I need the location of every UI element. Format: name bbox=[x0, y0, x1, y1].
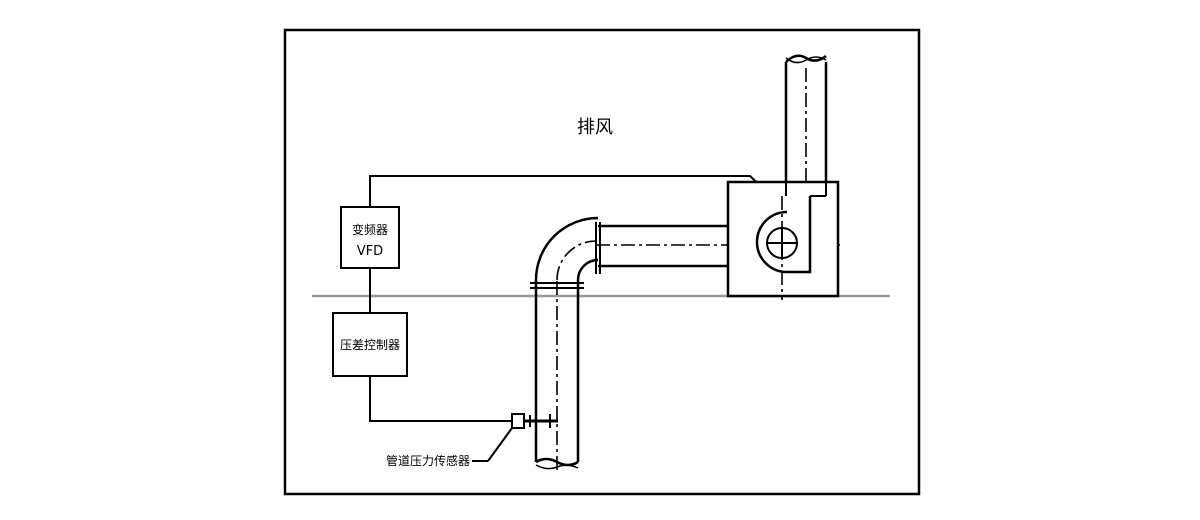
pipe-pressure-sensor bbox=[511, 413, 558, 429]
pipe-sensor-label: 管道压力传感器 bbox=[386, 453, 470, 468]
sensor-leader-line bbox=[487, 427, 513, 462]
dp-controller-label: 压差控制器 bbox=[340, 338, 400, 352]
exhaust-label: 排风 bbox=[577, 117, 613, 138]
vfd-box: 变频器 VFD bbox=[340, 206, 400, 269]
dp-controller-box: 压差控制器 bbox=[332, 312, 408, 377]
exhaust-duct bbox=[530, 216, 728, 470]
vfd-label-en: VFD bbox=[357, 244, 383, 259]
drawing-frame bbox=[283, 28, 921, 496]
sensor-body bbox=[511, 413, 525, 429]
discharge-duct bbox=[784, 54, 828, 197]
controller-to-sensor-wire bbox=[369, 376, 512, 422]
vfd-label-cn: 变频器 bbox=[352, 222, 388, 237]
